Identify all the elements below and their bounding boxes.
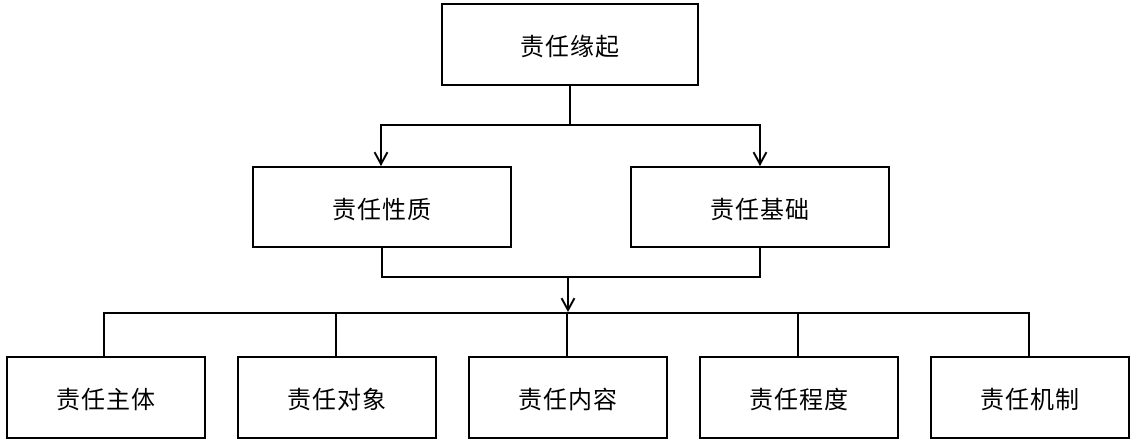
node-label: 责任缘起 xyxy=(520,33,620,61)
node-label: 责任程度 xyxy=(749,386,849,414)
node-responsibility-subject: 责任主体 xyxy=(6,356,206,439)
node-responsibility-origin: 责任缘起 xyxy=(441,3,699,86)
node-responsibility-basis: 责任基础 xyxy=(630,166,890,248)
node-responsibility-nature: 责任性质 xyxy=(252,166,512,248)
arrowhead-to-nature xyxy=(373,151,389,167)
node-responsibility-content: 责任内容 xyxy=(468,356,668,439)
node-label: 责任基础 xyxy=(710,195,810,224)
node-label: 责任主体 xyxy=(56,386,156,414)
node-label: 责任内容 xyxy=(518,386,618,414)
node-responsibility-object: 责任对象 xyxy=(237,356,437,439)
node-label: 责任机制 xyxy=(980,386,1080,414)
arrowhead-to-bottom-bus xyxy=(560,297,576,313)
node-label: 责任对象 xyxy=(287,386,387,414)
node-label: 责任性质 xyxy=(332,195,432,224)
node-responsibility-mechanism: 责任机制 xyxy=(930,356,1130,439)
node-responsibility-degree: 责任程度 xyxy=(699,356,899,439)
arrowhead-to-basis xyxy=(752,151,768,167)
